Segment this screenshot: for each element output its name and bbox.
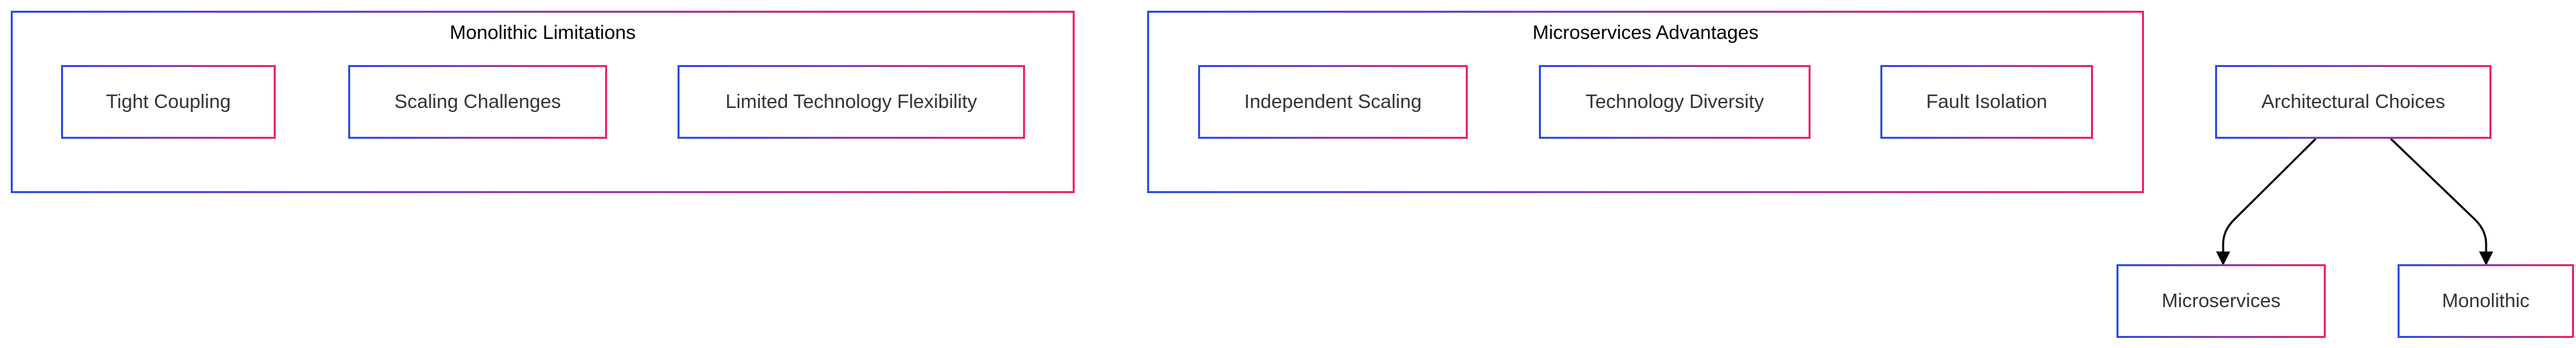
node-label: Scaling Challenges <box>394 91 561 113</box>
node-microservices[interactable]: Microservices <box>2116 264 2326 338</box>
node-monolithic[interactable]: Monolithic <box>2398 264 2574 338</box>
node-fault-isolation[interactable]: Fault Isolation <box>1880 65 2093 139</box>
node-label: Independent Scaling <box>1244 91 1422 113</box>
node-architectural-choices[interactable]: Architectural Choices <box>2215 65 2491 139</box>
node-limited-technology-flexibility[interactable]: Limited Technology Flexibility <box>678 65 1025 139</box>
edge-architectural-choices-to-monolithic <box>2390 137 2493 266</box>
node-label: Microservices <box>2161 290 2281 312</box>
node-scaling-challenges[interactable]: Scaling Challenges <box>348 65 607 139</box>
cluster-title: Monolithic Limitations <box>449 22 636 44</box>
node-tight-coupling[interactable]: Tight Coupling <box>61 65 276 139</box>
node-independent-scaling[interactable]: Independent Scaling <box>1198 65 1468 139</box>
node-label: Architectural Choices <box>2261 91 2445 113</box>
node-label: Technology Diversity <box>1585 91 1764 113</box>
node-label: Fault Isolation <box>1926 91 2047 113</box>
node-label: Monolithic <box>2442 290 2530 312</box>
node-technology-diversity[interactable]: Technology Diversity <box>1539 65 1811 139</box>
node-label: Tight Coupling <box>106 91 231 113</box>
edge-architectural-choices-to-microservices <box>2216 137 2317 266</box>
node-label: Limited Technology Flexibility <box>725 91 977 113</box>
cluster-title: Microservices Advantages <box>1532 22 1759 44</box>
